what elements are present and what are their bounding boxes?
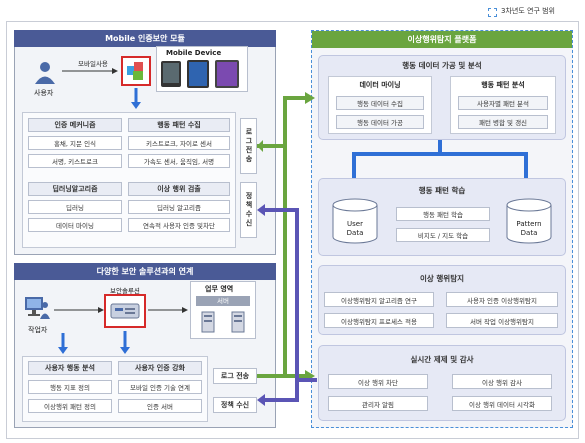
control-item-audit: 이상 행위 감사	[452, 374, 552, 389]
pattern-item-user: 사용자별 패턴 분석	[458, 96, 548, 110]
behavior-analysis-title: 사용자 행동 분석	[28, 361, 112, 375]
user-label: 사용자	[34, 89, 54, 97]
app-down-arrow	[131, 88, 141, 109]
detect-title: 이상 행위탐지	[419, 274, 464, 283]
log-send-label: 로그전송	[245, 128, 253, 164]
worker-computer-icon	[25, 297, 50, 319]
usage-arrow	[62, 68, 118, 74]
pattern-analysis-title: 행동 패턴 분석	[481, 81, 525, 89]
mining-title: 데이터 마이닝	[359, 81, 401, 89]
security-link-title: 다양한 보안 솔루션과의 연계	[14, 263, 276, 280]
bottom-log-send: 로그 전송	[213, 368, 257, 384]
solution-label: 보안솔루션	[110, 287, 140, 295]
user-data-cylinder	[332, 198, 378, 244]
log-send-box: 로그전송	[240, 118, 257, 174]
bottom-policy-recv-label: 정책 수신	[220, 401, 250, 409]
policy-recv-label: 정책수신	[245, 192, 253, 228]
auth-strengthen-title: 사용자 인증 강화	[118, 361, 202, 375]
bottom-policy-recv: 정책 수신	[213, 397, 257, 413]
detect-item-server: 서버 작업 이상행위탐지	[446, 313, 558, 328]
user-data-label: User Data	[346, 220, 364, 237]
learn-title: 행동 패턴 학습	[418, 186, 466, 195]
server-icon-1	[201, 311, 215, 333]
work-area-box	[190, 281, 256, 339]
pattern-item-merge: 패턴 병합 및 갱신	[458, 115, 548, 129]
mining-item-process: 행동 데이터 가공	[336, 115, 424, 129]
usage-label: 모바일사용	[78, 60, 108, 68]
mobile-module-title: Mobile 인증보안 모듈	[14, 30, 276, 47]
platform-title: 이상행위탐지 플랫폼	[312, 31, 572, 48]
pattern-data-label: Pattern Data	[516, 220, 542, 237]
detect-item-continuous: 연속적 사용자 인증 및차단	[128, 218, 230, 232]
collect-title: 행동 데이터 가공 및 분석	[402, 61, 482, 70]
server-label: 서버	[217, 297, 229, 305]
auth-item-signature: 서명, 키스트로크	[28, 154, 122, 168]
detect-item-algo: 이상행위탐지 알고리즘 연구	[324, 292, 434, 307]
dl-item-deeplearning: 딥러닝	[28, 200, 122, 214]
mobile-device-title: Mobile Device	[166, 49, 222, 57]
detect-item-user-auth: 사용자 인증 이상행위탐지	[446, 292, 558, 307]
user-icon	[35, 62, 55, 84]
behavior-item-pattern: 이상행위 패턴 정의	[28, 399, 112, 413]
learn-item-pattern: 행동 패턴 학습	[396, 207, 490, 221]
policy-recv-box: 정책수신	[240, 182, 257, 238]
behavior-item-metric: 행동 지표 정의	[28, 380, 112, 394]
learn-item-supervised: 비지도 / 지도 학습	[396, 228, 490, 242]
worker-down-arrow	[58, 333, 68, 354]
control-title: 실시간 제제 및 감사	[410, 355, 474, 364]
pattern-item-keystroke: 키스트로크, 자이로 센서	[128, 136, 230, 150]
purple-policy-connector	[257, 204, 317, 406]
pattern-item-accel: 가속도 센서, 움직임, 서명	[128, 154, 230, 168]
auth-item-mobile: 모바일 인증 기술 연계	[118, 380, 202, 394]
legend-label: 3차년도 연구 범위	[501, 7, 555, 15]
mobile-app-icon	[127, 62, 143, 80]
mobile-app-highlight	[121, 56, 151, 86]
anomaly-detect-title: 이상 행위 검출	[128, 182, 230, 196]
auth-item-server: 인증 서버	[118, 399, 202, 413]
solution-arrow	[148, 307, 188, 313]
work-area-title: 업무 영역	[205, 285, 234, 293]
control-item-block: 이상 행위 차단	[328, 374, 428, 389]
worker-label: 작업자	[28, 326, 48, 334]
pattern-collect-title: 행동 패턴 수집	[128, 118, 230, 132]
tablet-device-icon	[187, 60, 209, 88]
detect-item-process: 이상행위탐지 프로세스 적용	[324, 313, 434, 328]
dl-algorithm-title: 딥러닝알고리즘	[28, 182, 122, 196]
tablet2-device-icon	[215, 60, 239, 88]
solution-down-arrow	[120, 331, 130, 354]
detect-item-dl: 딥러닝 알고리즘	[128, 200, 230, 214]
mining-item-collect: 행동 데이터 수집	[336, 96, 424, 110]
control-item-notify: 관리자 알림	[328, 396, 428, 411]
worker-arrow	[54, 307, 104, 313]
dl-item-mining: 데이터 마이닝	[28, 218, 122, 232]
server-label-box: 서버	[196, 296, 250, 306]
bottom-log-send-label: 로그 전송	[220, 372, 250, 380]
auth-mechanism-title: 인증 메커니즘	[28, 118, 122, 132]
control-item-visualize: 이상 행위 데이터 시각화	[452, 396, 552, 411]
auth-item-iris: 홍채, 지문 인식	[28, 136, 122, 150]
server-icon-2	[231, 311, 245, 333]
legend-swatch	[488, 8, 497, 17]
solution-device-icon	[110, 303, 140, 319]
pattern-data-cylinder	[506, 198, 552, 244]
phone-device-icon	[161, 61, 181, 87]
diagram-frame	[6, 21, 579, 439]
